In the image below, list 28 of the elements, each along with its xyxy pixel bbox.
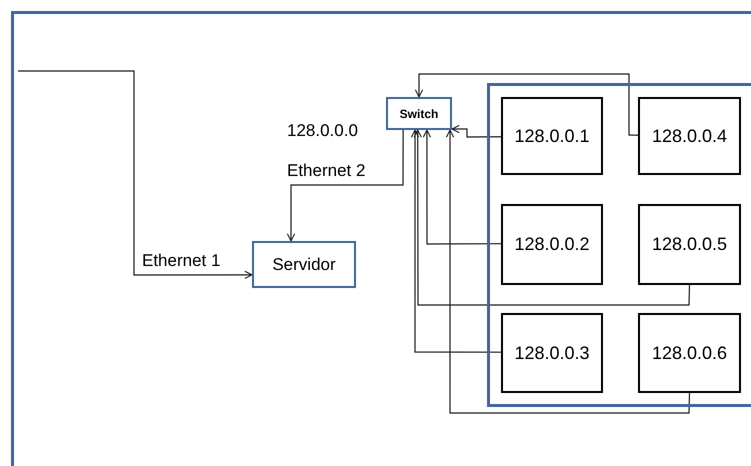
ip-address: 128.0.0.5	[652, 233, 728, 256]
computer-box	[501, 204, 603, 285]
connector-arrow	[422, 129, 501, 245]
interface-label: Ethernet 1	[142, 250, 220, 272]
switch-label: Switch	[400, 106, 438, 122]
switch-box	[386, 97, 452, 130]
connector-arrow	[414, 73, 638, 136]
cluster-frame	[487, 83, 751, 407]
computer-box	[638, 204, 741, 285]
ip-address: 128.0.0.4	[652, 124, 728, 148]
interface-label: Ethernet 2	[287, 160, 366, 182]
connector-arrow	[446, 129, 690, 414]
computer-box	[638, 313, 741, 393]
ip-address: 128.0.0.2	[514, 233, 590, 256]
connector-arrow	[414, 129, 690, 306]
interface-label: 128.0.0.0	[287, 120, 358, 142]
server-label: Servidor	[272, 254, 336, 276]
ip-address: 128.0.0.3	[514, 342, 590, 364]
computer-box	[501, 313, 603, 393]
ip-address: 128.0.0.1	[514, 124, 590, 148]
server-box	[252, 241, 356, 288]
connector-arrow	[18, 70, 253, 279]
computer-box	[501, 97, 603, 175]
connector-arrow	[410, 129, 501, 353]
computer-box	[638, 97, 741, 175]
connector-arrow	[451, 124, 501, 138]
ip-address: 128.0.0.6	[652, 342, 728, 364]
connector-arrow	[286, 130, 404, 242]
